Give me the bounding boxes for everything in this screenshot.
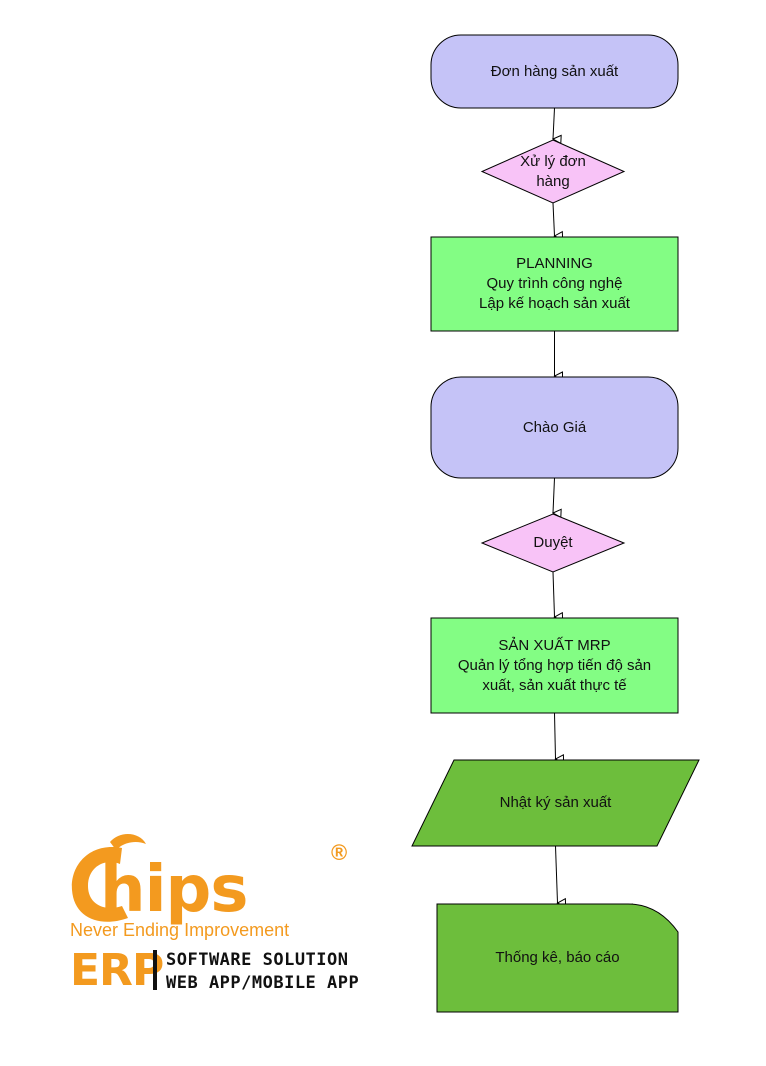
node-label-line: Quản lý tổng hợp tiến độ sản [457, 656, 652, 674]
node-label-thong-ke: Thống kê, báo cáo [437, 904, 678, 1012]
node-shape-duyet [480, 513, 626, 573]
node-shape-san-xuat [430, 617, 679, 714]
node-label-line: SẢN XUẤT MRP [498, 636, 611, 654]
node-label-line: Đơn hàng sản xuất [490, 62, 619, 80]
node-shape-thong-ke [436, 903, 679, 1013]
node-label-don-hang: Đơn hàng sản xuất [431, 35, 678, 108]
edge-xu-ly-to-planning [552, 202, 555, 236]
node-shape-chao-gia [430, 376, 679, 479]
node-shape-nhat-ky [411, 759, 700, 847]
registered-mark: ® [331, 840, 348, 865]
logo-wordmark: hips [100, 853, 248, 927]
node-label-line: Chào Giá [522, 418, 587, 436]
node-label-line: Lập kế hoạch sản xuất [479, 295, 630, 312]
node-label-line: Quy trình công nghệ [486, 275, 623, 292]
node-shape-xu-ly [480, 139, 626, 204]
logo-separator [153, 950, 157, 990]
node-label-chao-gia: Chào Giá [431, 377, 678, 478]
node-shape-don-hang [430, 34, 679, 109]
edge-nhat-ky-to-thong-ke [555, 845, 558, 903]
edge-chao-gia-to-duyet [553, 477, 555, 513]
node-label-line: Nhật ký sản xuất [499, 794, 612, 811]
node-label-nhat-ky: Nhật ký sản xuất [412, 760, 699, 846]
logo-erp: ERP [70, 945, 164, 996]
edge-duyet-to-san-xuat [552, 571, 555, 617]
logo-line-software: SOFTWARE SOLUTION [166, 950, 349, 970]
node-label-san-xuat: SẢN XUẤT MRP Quản lý tổng hợp tiến độ sản… [431, 618, 678, 713]
edge-don-hang-to-xu-ly [553, 107, 555, 139]
node-label-duyet: Duyệt [482, 514, 624, 572]
node-label-xu-ly: Xử lý đơn hàng [482, 140, 624, 203]
node-label-line: Thống kê, báo cáo [495, 949, 620, 966]
logo-tagline: Never Ending Improvement [70, 920, 290, 940]
node-shape-planning [430, 236, 679, 332]
logo-line-apps: WEB APP/MOBILE APP [166, 973, 360, 993]
node-label-line: hàng [536, 172, 570, 190]
node-label-line: xuất, sản xuất thực tế [482, 676, 627, 694]
node-label-line: PLANNING [516, 255, 593, 272]
edge-san-xuat-to-nhat-ky [554, 712, 556, 759]
node-label-line: Xử lý đơn [520, 152, 586, 170]
chips-logo-mark [71, 833, 146, 922]
node-label-line: Duyệt [533, 534, 573, 551]
